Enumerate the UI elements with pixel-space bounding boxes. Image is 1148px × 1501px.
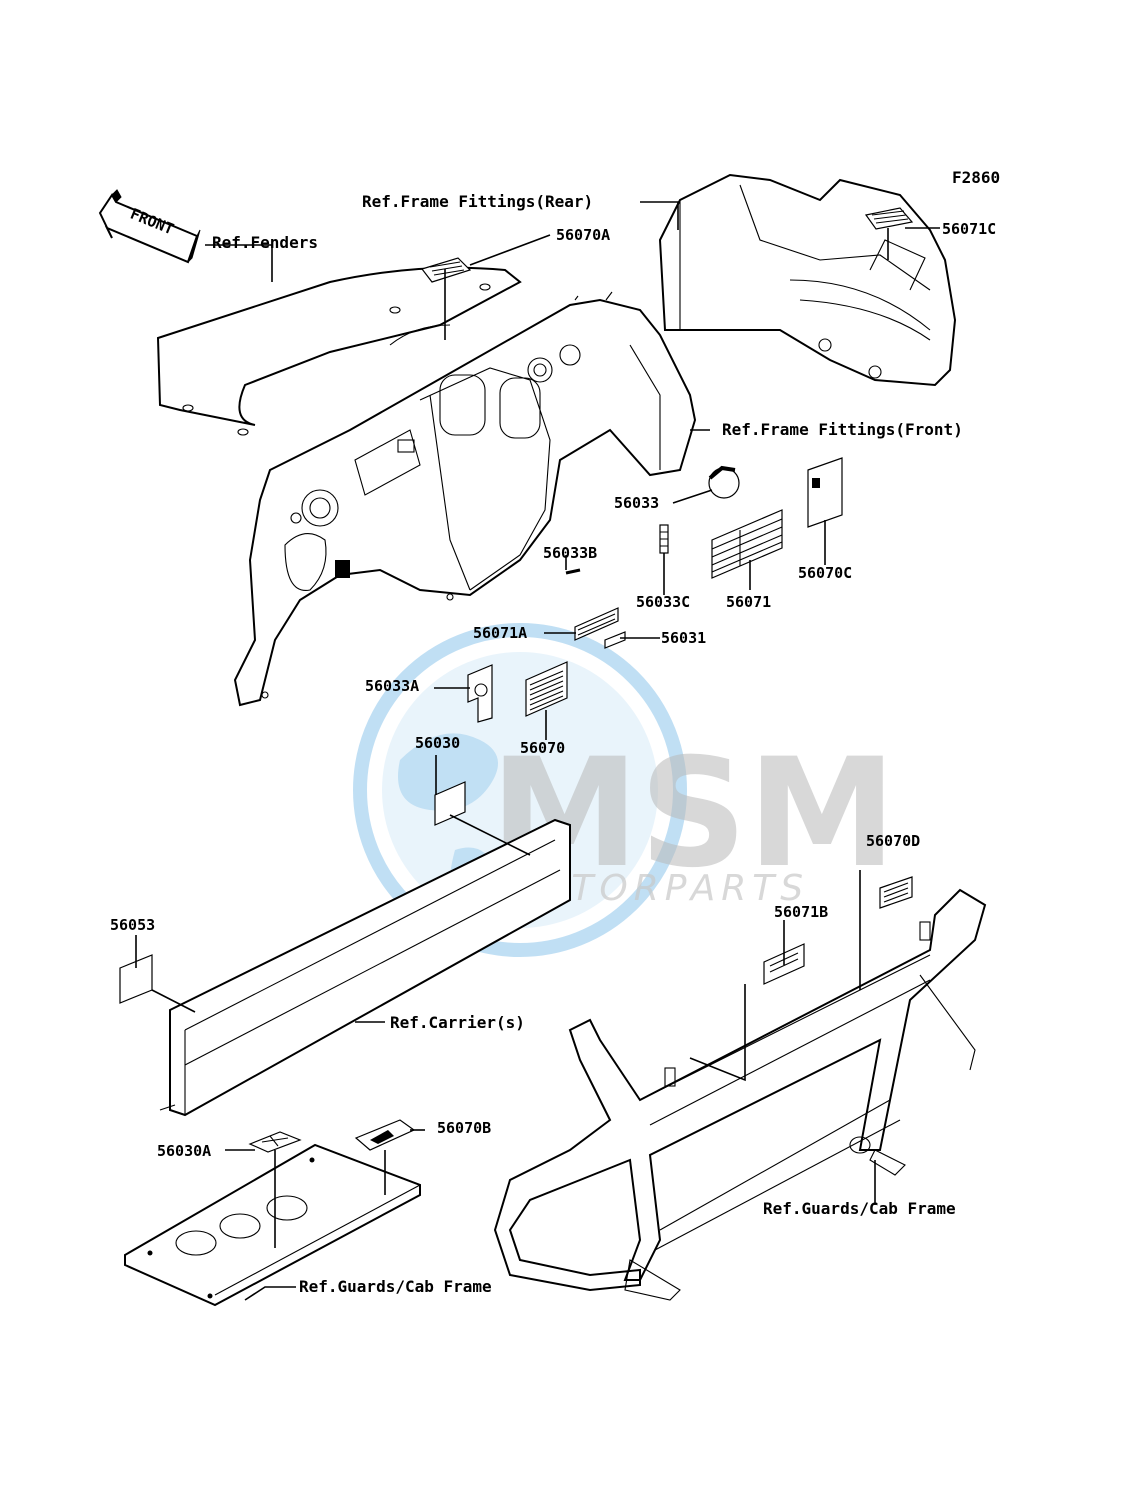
ref-guards-right-label: Ref.Guards/Cab Frame	[763, 1199, 956, 1218]
ref-frame-rear-label: Ref.Frame Fittings(Rear)	[362, 192, 593, 211]
decal-56070A	[420, 257, 472, 283]
part-56071-label: 56071	[726, 593, 771, 611]
decal-56030	[434, 781, 466, 826]
part-56031-label: 56031	[661, 629, 706, 647]
part-56070B-label: 56070B	[437, 1119, 491, 1137]
guard-plate	[124, 1143, 421, 1307]
part-56071A-label: 56071A	[473, 624, 527, 642]
rear-frame-fitting	[658, 173, 957, 387]
ref-carriers-label: Ref.Carrier(s)	[390, 1013, 525, 1032]
dashboard-panel	[233, 291, 697, 707]
decal-56030A	[248, 1131, 302, 1153]
part-56070A-label: 56070A	[556, 226, 610, 244]
cab-frame	[493, 888, 987, 1301]
part-56033-label: 56033	[614, 494, 659, 512]
part-56030A-label: 56030A	[157, 1142, 211, 1160]
part-56033B-label: 56033B	[543, 544, 597, 562]
ref-frame-front-label: Ref.Frame Fittings(Front)	[722, 420, 963, 439]
part-56030-label: 56030	[415, 734, 460, 752]
part-56070D-label: 56070D	[866, 832, 920, 850]
decal-56033A	[467, 664, 493, 723]
decal-56071	[711, 509, 783, 579]
part-56071B-label: 56071B	[774, 903, 828, 921]
front-arrow-icon: FRONT	[98, 189, 201, 264]
decal-56033	[708, 465, 740, 499]
carrier-gate	[159, 818, 571, 1117]
part-56070C-label: 56070C	[798, 564, 852, 582]
decal-56071A	[574, 607, 619, 641]
ref-fenders-label: Ref.Fenders	[212, 233, 318, 252]
decal-56031	[604, 631, 626, 649]
ref-guards-left-label: Ref.Guards/Cab Frame	[299, 1277, 492, 1296]
part-56053-label: 56053	[110, 916, 155, 934]
decal-56070	[525, 661, 568, 717]
part-56033C-label: 56033C	[636, 593, 690, 611]
figure-code: F2860	[952, 168, 1000, 187]
decal-56033B	[565, 568, 581, 575]
part-56071C-label: 56071C	[942, 220, 996, 238]
decal-56070B	[354, 1119, 416, 1151]
decal-56070C	[807, 457, 843, 528]
leader-lines	[135, 201, 940, 1301]
part-56070-label: 56070	[520, 739, 565, 757]
decal-56070D	[879, 876, 913, 909]
decal-56071C	[864, 207, 914, 230]
decal-56033C	[659, 524, 669, 554]
fender-panel	[156, 266, 522, 436]
part-56033A-label: 56033A	[365, 677, 419, 695]
